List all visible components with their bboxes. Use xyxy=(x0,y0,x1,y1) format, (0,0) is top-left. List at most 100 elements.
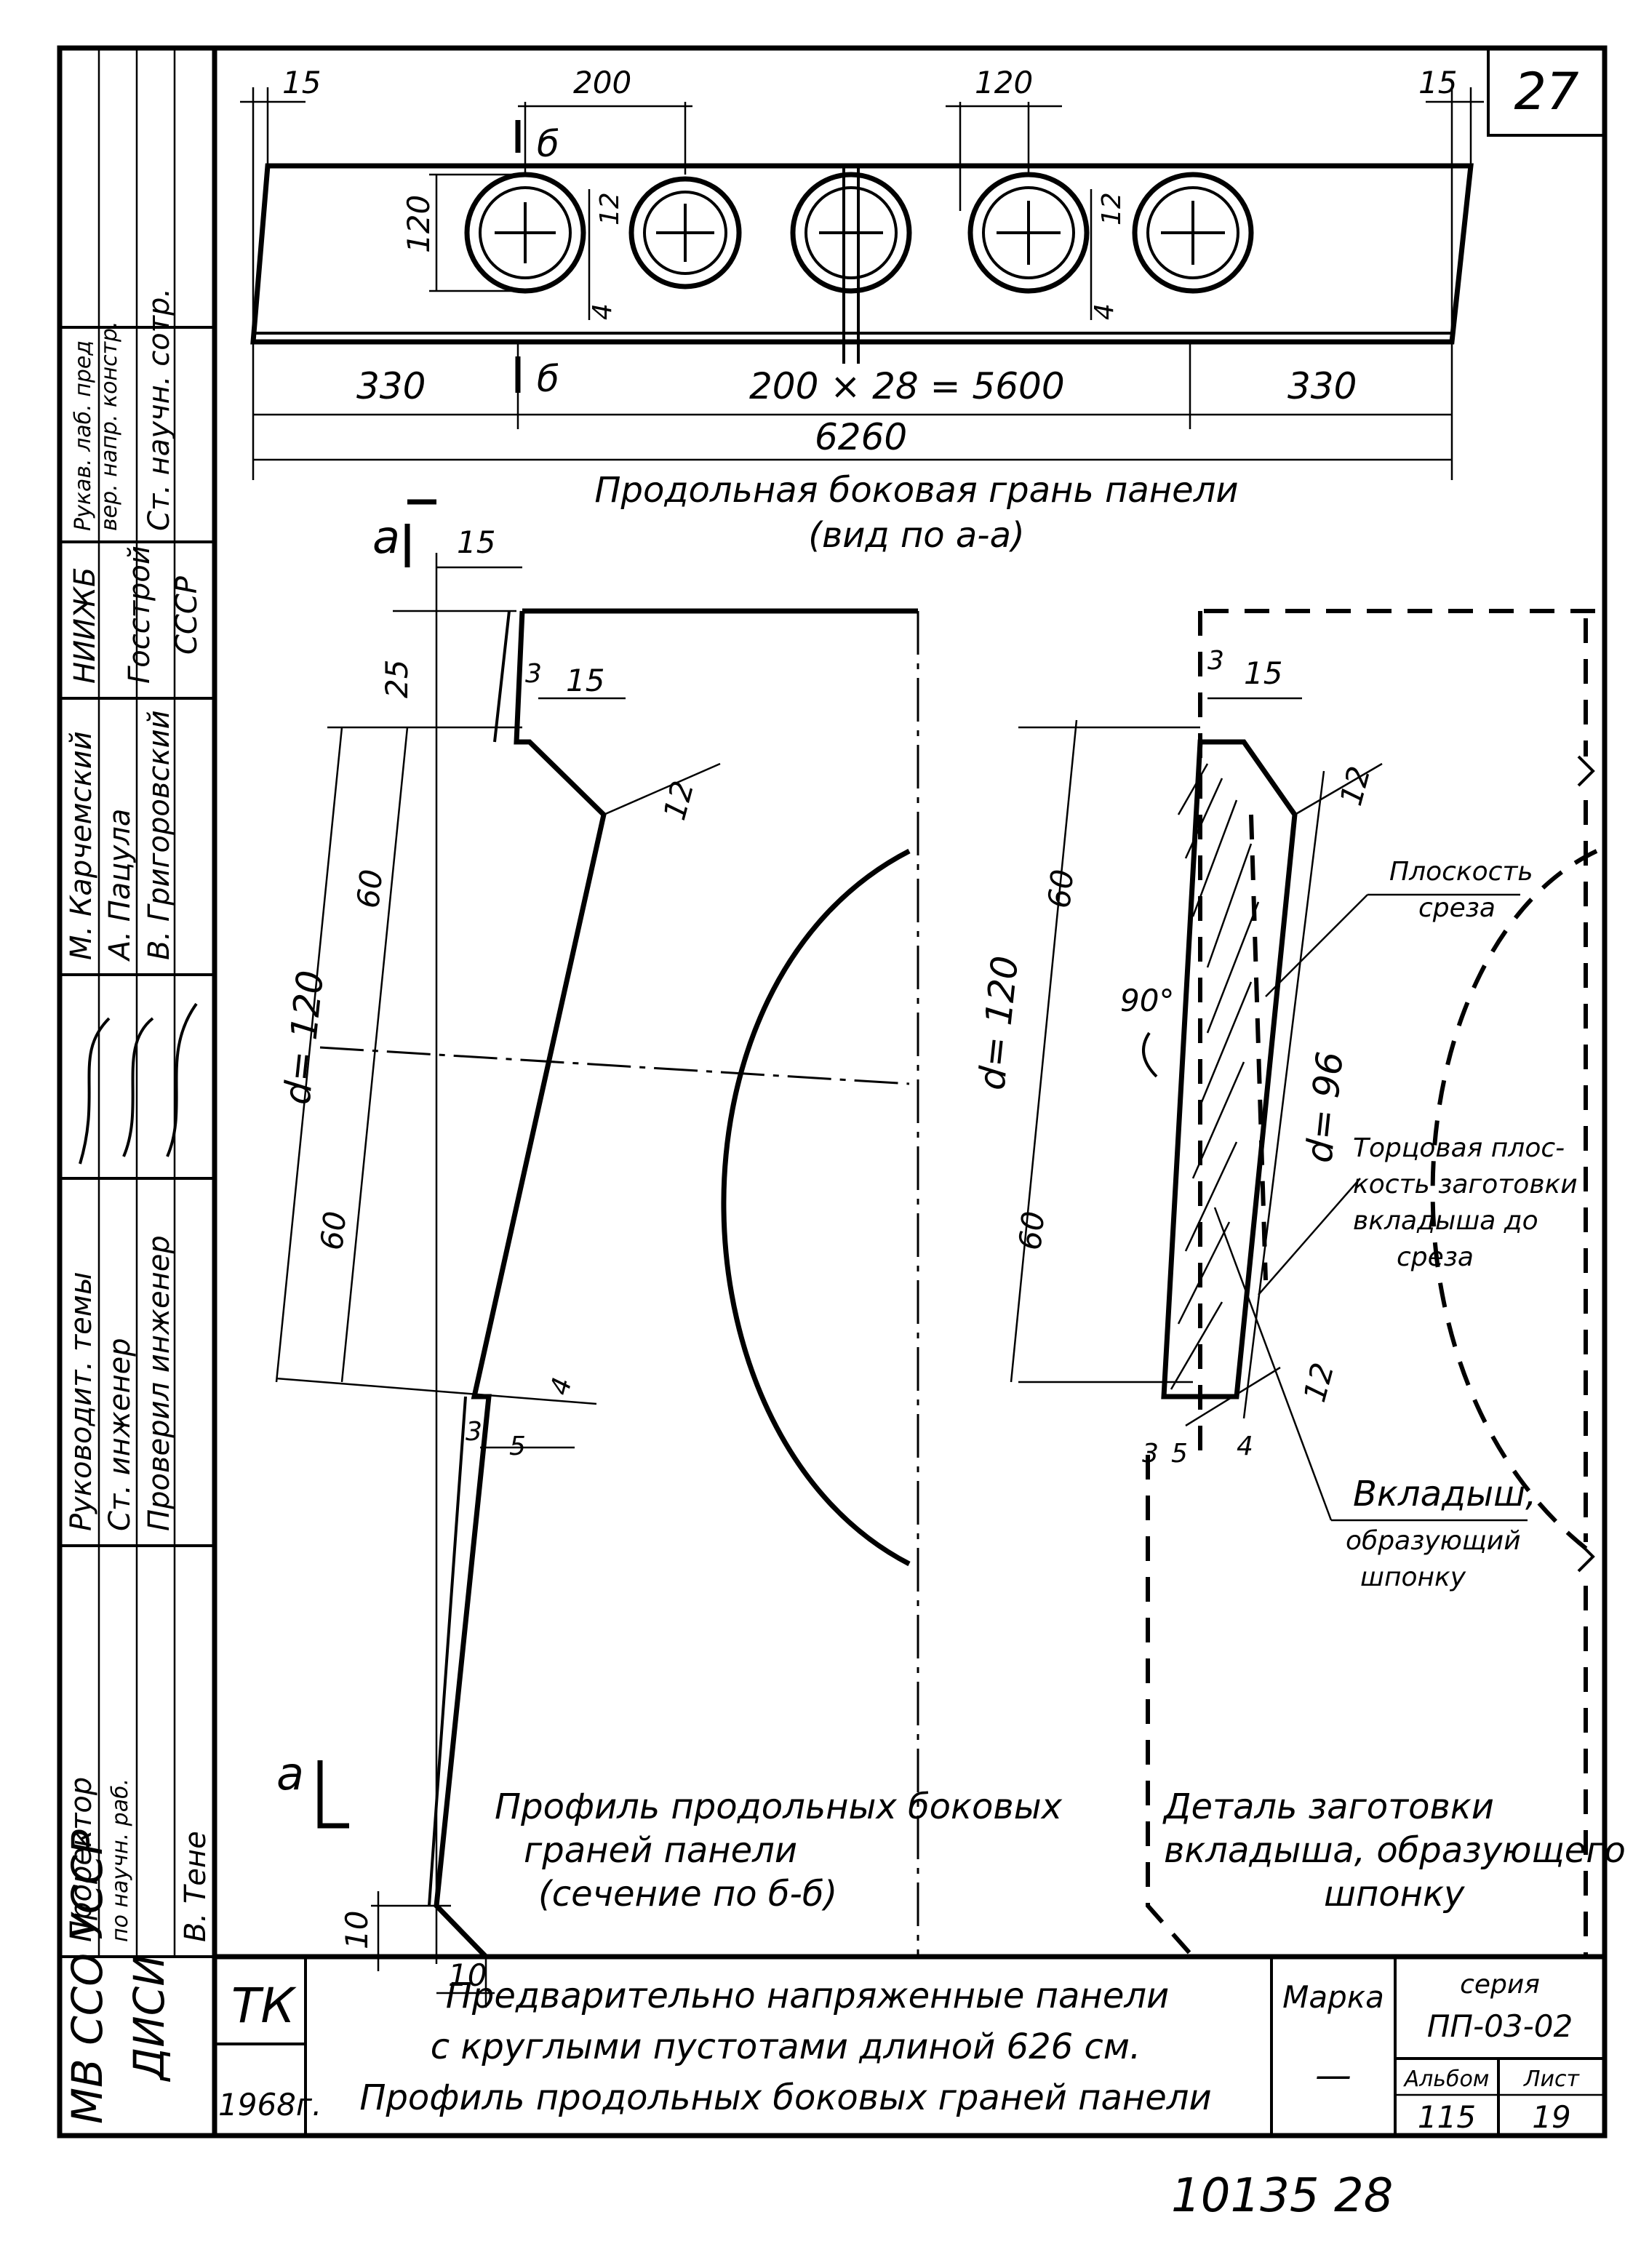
dim-end-right: 15 xyxy=(1418,65,1457,100)
sheet-number: 27 xyxy=(1514,62,1578,121)
profile-caption-2: граней панели xyxy=(524,1830,797,1871)
profile-dim-10a: 10 xyxy=(339,1911,375,1949)
detail-caption-3: шпонку xyxy=(1324,1874,1465,1914)
detail-dim-d96: d= 96 xyxy=(1298,1050,1351,1165)
tb-title-1: Предварительно напряженные панели xyxy=(446,1976,1169,2016)
detail-caption-2: вкладыша, образующего xyxy=(1164,1830,1626,1871)
tb-album-value: 115 xyxy=(1418,2099,1476,2135)
profile-dim-10b: 10 xyxy=(448,1957,487,1993)
profile-dim-12: 12 xyxy=(656,777,700,823)
profile-dim-4: 4 xyxy=(545,1375,578,1399)
stamp-role-7: Ст. научн. сотр. xyxy=(143,288,176,531)
profile-dim-60b: 60 xyxy=(314,1210,353,1252)
stamp-role-5: Рукав. лаб. пред xyxy=(71,340,96,531)
profile-dim-3b: 3 xyxy=(466,1417,482,1447)
detail-dim-60b: 60 xyxy=(1012,1210,1051,1252)
note-insert-1: Вкладыш, xyxy=(1353,1474,1536,1514)
detail-dim-12b: 12 xyxy=(1296,1359,1341,1405)
insert-outline xyxy=(1161,739,1298,1399)
insert-hatching xyxy=(1170,763,1260,1390)
title-block: ТК 1968г. Предварительно напряженные пан… xyxy=(212,1954,1608,2139)
detail-caption-1: Деталь заготовки xyxy=(1162,1786,1494,1827)
stamp-role-3: Ст. инженер xyxy=(103,1338,137,1531)
blank-void-arc-dashed xyxy=(1430,849,1598,1559)
profile-dim-60a: 60 xyxy=(350,868,389,910)
dim-lip-top: 12 xyxy=(595,192,625,225)
stamp-inst-3: СССР xyxy=(170,575,204,655)
tb-title-3: Профиль продольных боковых граней панели xyxy=(359,2077,1211,2118)
detail-dim-3b: 3 xyxy=(1142,1439,1159,1469)
tb-sheet-label: Лист xyxy=(1523,2067,1581,2092)
dim-lip-bottom: 4 xyxy=(588,303,618,320)
dim-right-seg: 330 xyxy=(1287,365,1357,407)
tb-mark-value: — xyxy=(1315,2054,1351,2096)
stamp-role-1: Проректор xyxy=(65,1777,98,1942)
dim-spacing: 200 xyxy=(573,65,631,100)
note-insert-3: шпонку xyxy=(1360,1562,1466,1592)
stamp-role-2: Руководит. темы xyxy=(65,1271,98,1531)
profile-caption-1: Профиль продольных боковых xyxy=(495,1786,1063,1827)
profile-outline xyxy=(434,608,918,1960)
note-end-plane-2: кость заготовки xyxy=(1353,1170,1578,1199)
dim-middle-seg: 200 × 28 = 5600 xyxy=(749,365,1065,407)
detail-dim-15: 15 xyxy=(1244,655,1282,691)
stamp-name-2: М. Карчемский xyxy=(65,731,98,960)
dim-end-left: 15 xyxy=(282,65,321,100)
profile-dim-5: 5 xyxy=(509,1432,526,1461)
hole-2 xyxy=(628,176,742,290)
detail-dim-4: 4 xyxy=(1237,1432,1253,1461)
stamp-org-1: МВ ССО УССР xyxy=(63,1829,112,2124)
tb-mark-label: Марка xyxy=(1282,1979,1384,2015)
tb-series-value: ПП-03-02 xyxy=(1427,2008,1573,2044)
tb-album-label: Альбом xyxy=(1403,2067,1490,2092)
stamp-name-1: В. Тене xyxy=(179,1831,212,1942)
profile-dim-3a: 3 xyxy=(525,659,542,689)
tb-year: 1968г. xyxy=(218,2087,322,2123)
void-arc xyxy=(721,848,911,1567)
top-view-subtitle: (вид по а-а) xyxy=(808,515,1025,556)
detail-angle: 90° xyxy=(1120,983,1174,1018)
section-mark-a-top: a xyxy=(372,511,400,564)
section-mark-a-bottom: a xyxy=(276,1747,304,1800)
stamp-inst-1: НИИЖБ xyxy=(68,567,102,684)
stamp-name-3: А. Пацула xyxy=(103,809,137,962)
blank-dashed-outline xyxy=(1146,611,1600,1959)
dim-hole-height: 120 xyxy=(401,195,436,253)
profile-dim-d120: d= 120 xyxy=(276,968,332,1106)
hole-3 xyxy=(790,167,912,364)
tb-title-2: с круглыми пустотами длиной 626 см. xyxy=(431,2027,1141,2067)
detail-dim-d120: d= 120 xyxy=(970,954,1026,1092)
sheet-number-box xyxy=(1487,47,1606,137)
detail-dim-60a: 60 xyxy=(1041,868,1080,910)
stamp-role-6: вер. напр. констр. xyxy=(97,321,122,531)
dim-total: 6260 xyxy=(815,416,907,458)
dim-hole-offset: 120 xyxy=(975,65,1033,100)
profile-dim-25: 25 xyxy=(379,660,415,698)
note-end-plane-4: среза xyxy=(1397,1242,1474,1272)
note-insert-2: образующий xyxy=(1346,1526,1521,1556)
dim-left-seg: 330 xyxy=(356,365,426,407)
profile-view: a a 15 25 3 15 12 60 d= 120 60 4 3 5 10 … xyxy=(275,499,1063,2008)
detail-dim-5: 5 xyxy=(1171,1439,1188,1469)
detail-view: 60 d= 120 60 3 15 12 d= 96 90° 3 5 4 12 … xyxy=(970,609,1626,1959)
tb-sheet-value: 19 xyxy=(1532,2099,1570,2135)
side-stamp: МВ ССО УССР ДИСИ Проректор по научн. раб… xyxy=(57,45,217,2139)
profile-dim-15b: 15 xyxy=(566,663,604,698)
section-mark-top: б xyxy=(537,123,559,165)
hole-1 xyxy=(464,172,586,294)
top-view-title: Продольная боковая грань панели xyxy=(594,470,1238,511)
profile-dim-15: 15 xyxy=(457,524,495,560)
note-cut-plane-1: Плоскость xyxy=(1389,857,1533,887)
section-mark-bottom: б xyxy=(537,358,559,400)
stamp-org-2: ДИСИ xyxy=(124,1954,174,2083)
dim-lip-bottom-right: 4 xyxy=(1090,303,1119,320)
detail-dim-3: 3 xyxy=(1207,646,1224,676)
signature-marks xyxy=(79,1002,198,1165)
bottom-archive-number: 10135 28 xyxy=(1171,2169,1393,2223)
dim-lip-top-right: 12 xyxy=(1097,192,1127,225)
tb-series-label: серия xyxy=(1460,1970,1540,2000)
note-cut-plane-2: среза xyxy=(1418,893,1496,923)
profile-caption-3: (сечение по б-б) xyxy=(538,1874,837,1914)
stamp-role-1b: по научн. раб. xyxy=(108,1778,133,1942)
